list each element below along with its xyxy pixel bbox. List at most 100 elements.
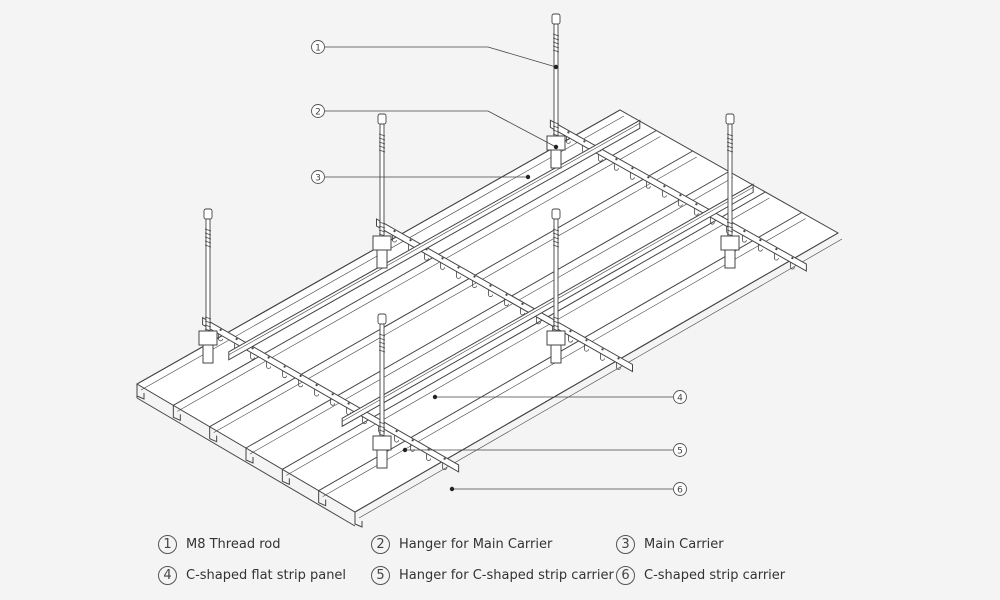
rod-thread (552, 49, 560, 53)
hanger-bracket (372, 235, 392, 251)
legend-label: C-shaped flat strip panel (186, 567, 347, 583)
carrier-clip (218, 333, 224, 342)
panel-seam-lip (286, 197, 770, 476)
callout-leader-line (325, 110, 557, 148)
panel-seam-lip (358, 238, 843, 519)
rod-thread (204, 320, 212, 324)
rod-thread (378, 345, 386, 349)
carrier-slot (631, 167, 634, 170)
rod-thread (726, 145, 734, 149)
carrier-clip (394, 435, 400, 443)
carrier-slot (489, 284, 492, 287)
rod-thread (204, 316, 212, 320)
carrier-slot (267, 356, 270, 359)
rod-thread (378, 225, 386, 229)
rod-thread (552, 320, 560, 324)
carrier-slot (505, 293, 508, 296)
legend-row-1: 1 M8 Thread rod 2 Hanger for Main Carrie… (0, 529, 1000, 559)
rod-thread (726, 229, 734, 233)
main-carrier-flange (228, 123, 640, 356)
rod-thread (378, 229, 386, 233)
rod-thread (552, 232, 560, 236)
carrier-slot (283, 365, 286, 368)
rod-thread (378, 333, 386, 337)
carrier-clip (392, 235, 397, 243)
carrier-slot (235, 337, 238, 341)
carrier-slot (759, 239, 762, 242)
strip-carrier (202, 316, 460, 473)
carrier-slot (315, 383, 318, 387)
panel-seam (209, 150, 693, 428)
rod-thread (204, 244, 212, 248)
hanger-bracket (546, 330, 566, 346)
carrier-clip (250, 352, 256, 360)
rod-thread (552, 228, 560, 232)
hanger-clip (724, 249, 736, 269)
hanger-bracket (372, 435, 392, 451)
panel-profile (209, 426, 218, 443)
thread-rod (205, 214, 211, 336)
carrier-slot (679, 194, 682, 197)
legend-number: 5 (371, 565, 390, 585)
main-carrier-flange (342, 186, 754, 422)
legend-label: C-shaped strip carrier (644, 567, 786, 583)
carrier-slot (347, 402, 350, 405)
carrier-slot (395, 430, 398, 433)
carrier-clip (677, 199, 683, 207)
carrier-clip (282, 370, 288, 379)
carrier-clip (362, 416, 368, 425)
carrier-clip (346, 407, 352, 415)
carrier-slot (441, 257, 444, 260)
rod-thread (552, 125, 560, 129)
rod-cap (203, 208, 213, 220)
strip-carrier (549, 119, 807, 272)
rod-thread (552, 316, 560, 320)
hanger-bracket (720, 235, 740, 251)
rod-thread (552, 324, 560, 328)
callout-leader-dot (402, 447, 408, 453)
carrier-slot (411, 439, 414, 442)
callout-number: 1 (315, 44, 321, 54)
strip-panels (135, 109, 843, 528)
callout-circle (673, 390, 687, 404)
carrier-clip (709, 217, 715, 225)
rod-cap (725, 113, 735, 125)
callout-circle (673, 443, 687, 457)
rod-thread (726, 225, 734, 229)
panel-plane (135, 109, 840, 513)
panel-seam (173, 130, 657, 406)
legend-number: 3 (616, 534, 635, 554)
rod-thread (726, 221, 734, 225)
callout-number: 2 (315, 108, 321, 118)
hanger-clip (202, 344, 214, 364)
strip-carriers (202, 119, 807, 473)
carrier-clip (520, 307, 525, 316)
carrier-clip (661, 190, 667, 198)
rod-thread (378, 133, 386, 137)
carrier-slot (219, 328, 222, 331)
rod-thread (204, 236, 212, 240)
thread-rod (553, 19, 559, 141)
legend-label: Hanger for Main Carrier (399, 536, 553, 552)
rod-cap (551, 13, 561, 25)
hanger-clip (376, 249, 388, 269)
carrier-slot (443, 457, 446, 460)
carrier-slot (473, 275, 476, 278)
callout-leader-line (325, 46, 557, 68)
rod-thread (552, 240, 560, 244)
panel-seam-lip (249, 177, 734, 455)
thread-rod (379, 319, 385, 441)
rod-thread (378, 137, 386, 141)
legend-item-thread-rod: 1 M8 Thread rod (158, 529, 280, 559)
thread-rod (553, 214, 559, 336)
carrier-clip (613, 163, 619, 171)
hanger-clip (550, 149, 562, 169)
legend-number: 4 (158, 565, 177, 585)
carrier-clip (456, 271, 461, 279)
rod-thread (726, 141, 734, 145)
carrier-clip (298, 379, 304, 388)
carrier-clip (568, 335, 573, 343)
panel-seam-lip (177, 136, 661, 412)
